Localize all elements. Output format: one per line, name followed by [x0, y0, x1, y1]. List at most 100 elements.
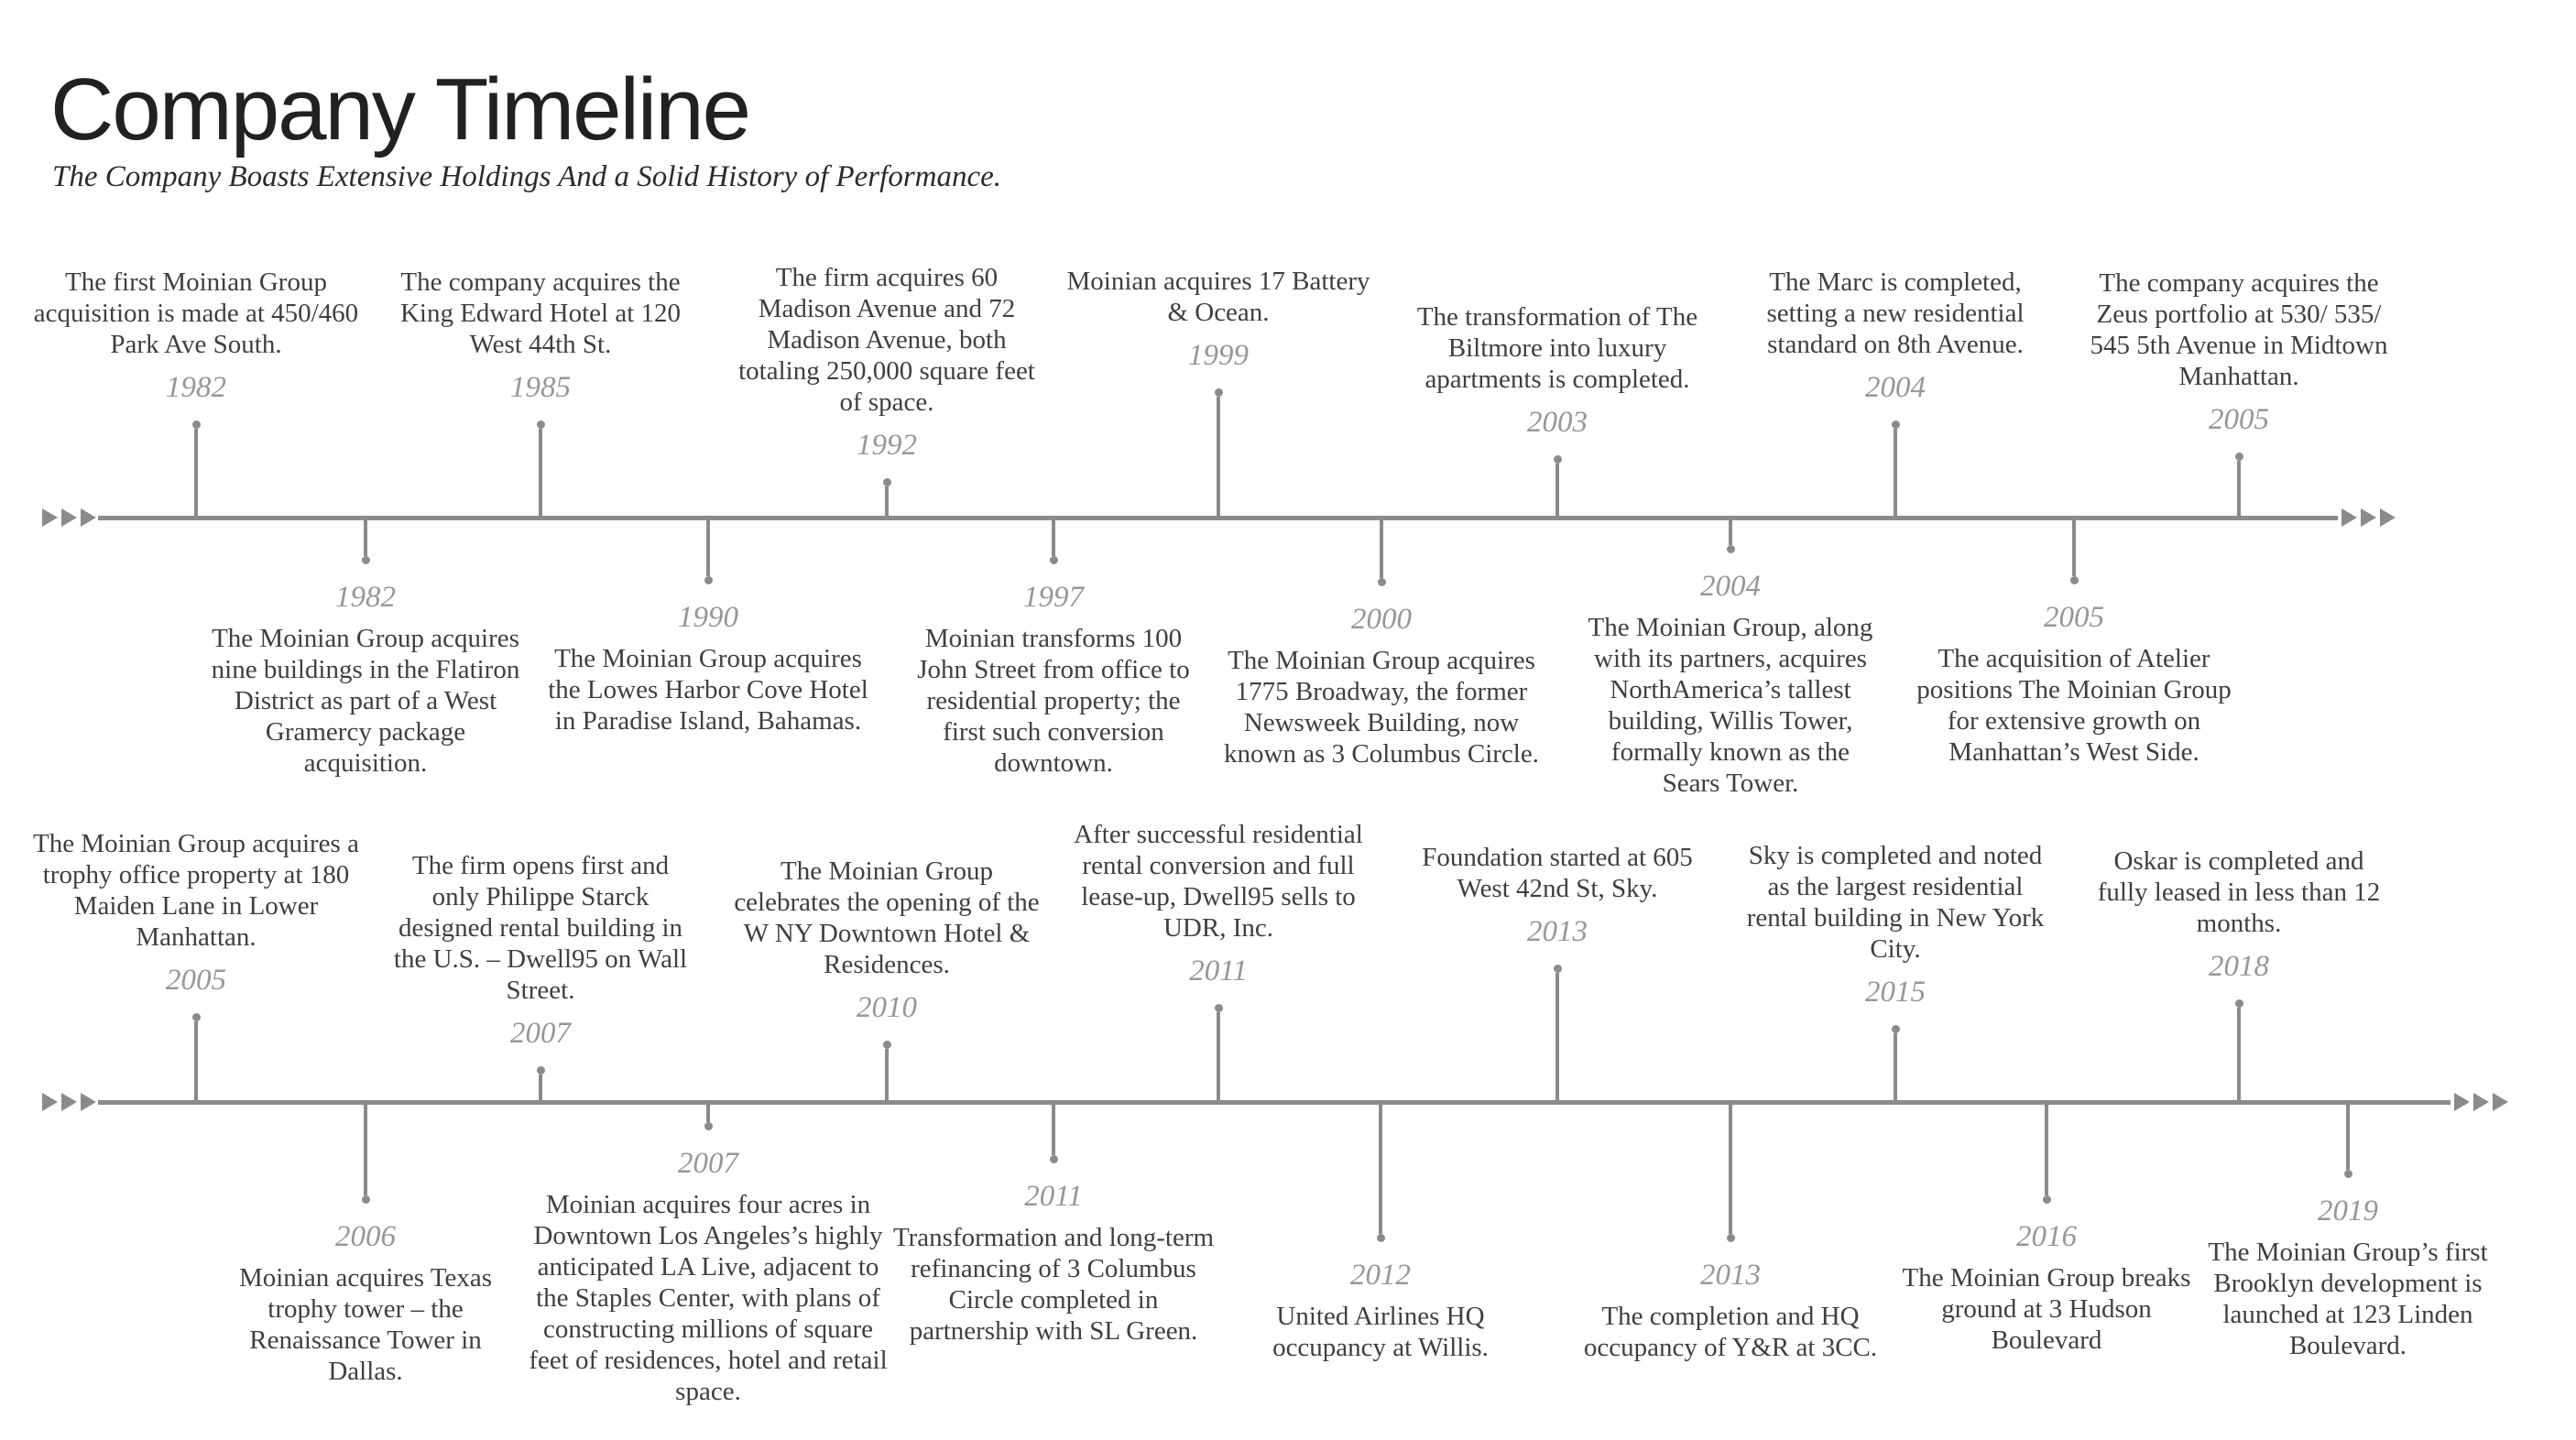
timeline-end-arrows-icon — [2454, 1093, 2508, 1111]
event-dot — [536, 420, 545, 429]
right-chevron-icon — [42, 1093, 58, 1111]
timeline-end-arrows-icon — [2341, 508, 2396, 527]
event-year: 2005 — [2209, 403, 2269, 436]
event-dot — [882, 478, 891, 486]
timeline-event: The Moinian Group acquires a trophy offi… — [33, 828, 359, 1100]
event-stem — [1894, 1033, 1897, 1100]
event-year: 2004 — [1700, 570, 1761, 603]
event-year: 2000 — [1351, 603, 1412, 636]
event-dot — [536, 1066, 545, 1075]
event-stem — [2072, 519, 2076, 576]
event-dot — [361, 1195, 370, 1204]
timeline-event: The Marc is completed, setting a new res… — [1732, 267, 2058, 516]
event-year: 2016 — [2016, 1220, 2077, 1253]
event-stem — [364, 1104, 367, 1195]
event-text: Moinian acquires four acres in Downtown … — [529, 1190, 888, 1406]
event-dot — [1049, 1155, 1058, 1163]
timeline-event: After successful residential rental conv… — [1055, 819, 1381, 1100]
event-dot — [2234, 453, 2243, 461]
right-chevron-icon — [2380, 508, 2396, 527]
event-year: 2010 — [857, 991, 917, 1024]
event-year: 2005 — [166, 964, 226, 997]
event-year: 2007 — [678, 1147, 738, 1180]
event-dot — [1049, 556, 1058, 564]
event-stem — [1052, 1104, 1055, 1155]
timeline-event: Foundation started at 605 West 42nd St, … — [1394, 842, 1720, 1100]
right-chevron-icon — [2361, 508, 2376, 527]
event-year: 2012 — [1350, 1259, 1411, 1292]
event-dot — [2069, 576, 2079, 584]
event-stem — [1894, 429, 1897, 516]
event-stem — [194, 429, 198, 516]
event-year: 2013 — [1700, 1259, 1761, 1292]
event-year: 1999 — [1188, 339, 1249, 372]
event-stem — [1379, 1104, 1382, 1234]
timeline-event: Sky is completed and noted as the larges… — [1744, 840, 2047, 1100]
event-stem — [539, 429, 542, 516]
timeline-start-arrows-icon — [42, 508, 96, 527]
event-text: Moinian acquires Texas trophy tower – th… — [238, 1263, 493, 1386]
event-text: The Moinian Group celebrates the opening… — [734, 856, 1040, 979]
event-text: United Airlines HQ occupancy at Willis. — [1272, 1302, 1489, 1362]
event-text: The Moinian Group acquires a trophy offi… — [33, 829, 359, 952]
timeline-axis — [98, 1100, 2450, 1105]
event-stem — [1729, 519, 1732, 545]
event-text: The Moinian Group, along with its partne… — [1588, 613, 1873, 798]
event-stem — [885, 1049, 889, 1100]
right-chevron-icon — [42, 508, 58, 527]
right-chevron-icon — [61, 508, 77, 527]
event-dot — [361, 556, 370, 564]
event-dot — [1726, 1234, 1735, 1242]
event-dot — [2042, 1195, 2051, 1204]
event-text: The Moinian Group breaks ground at 3 Hud… — [1902, 1263, 2191, 1355]
timeline-event: The first Moinian Group acquisition is m… — [33, 267, 359, 516]
event-year: 2011 — [1024, 1180, 1083, 1213]
event-text: Oskar is completed and fully leased in l… — [2097, 846, 2381, 938]
timeline-event: The firm acquires 60 Madison Avenue and … — [731, 262, 1042, 516]
event-year: 2018 — [2209, 950, 2269, 983]
event-text: The acquisition of Atelier positions The… — [1916, 644, 2232, 767]
event-year: 2003 — [1527, 406, 1588, 439]
event-stem — [2237, 461, 2241, 516]
event-text: Transformation and long-term refinancing… — [892, 1223, 1215, 1346]
event-year: 2007 — [510, 1017, 571, 1050]
event-text: The Moinian Group’s first Brooklyn devel… — [2208, 1238, 2488, 1360]
event-year: 1997 — [1023, 581, 1084, 614]
event-dot — [2234, 999, 2243, 1008]
event-dot — [704, 576, 713, 584]
event-dot — [1376, 1234, 1385, 1242]
right-chevron-icon — [2454, 1093, 2470, 1111]
timeline-event: The company acquires the King Edward Hot… — [377, 267, 704, 516]
event-dot — [882, 1041, 891, 1049]
timeline-event: Oskar is completed and fully leased in l… — [2088, 845, 2390, 1100]
event-stem — [2237, 1008, 2241, 1100]
page-title: Company Timeline — [50, 60, 751, 158]
event-year: 1985 — [510, 371, 571, 404]
event-dot — [191, 1013, 201, 1021]
event-dot — [1891, 1025, 1900, 1033]
event-year: 1982 — [166, 371, 226, 404]
event-stem — [1729, 1104, 1732, 1234]
timeline-event: The Moinian Group celebrates the opening… — [731, 856, 1042, 1100]
event-text: Foundation started at 605 West 42nd St, … — [1422, 843, 1693, 903]
event-text: The firm opens first and only Philippe S… — [393, 851, 688, 1005]
event-year: 2015 — [1865, 976, 1926, 1009]
timeline-event: The company acquires the Zeus portfolio … — [2076, 267, 2402, 516]
event-stem — [539, 1075, 542, 1100]
event-dot — [1377, 578, 1386, 586]
event-year: 2006 — [335, 1220, 396, 1253]
event-dot — [2343, 1170, 2352, 1178]
right-chevron-icon — [2493, 1093, 2508, 1111]
event-text: The company acquires the King Edward Hot… — [399, 267, 682, 359]
event-dot — [704, 1122, 713, 1130]
